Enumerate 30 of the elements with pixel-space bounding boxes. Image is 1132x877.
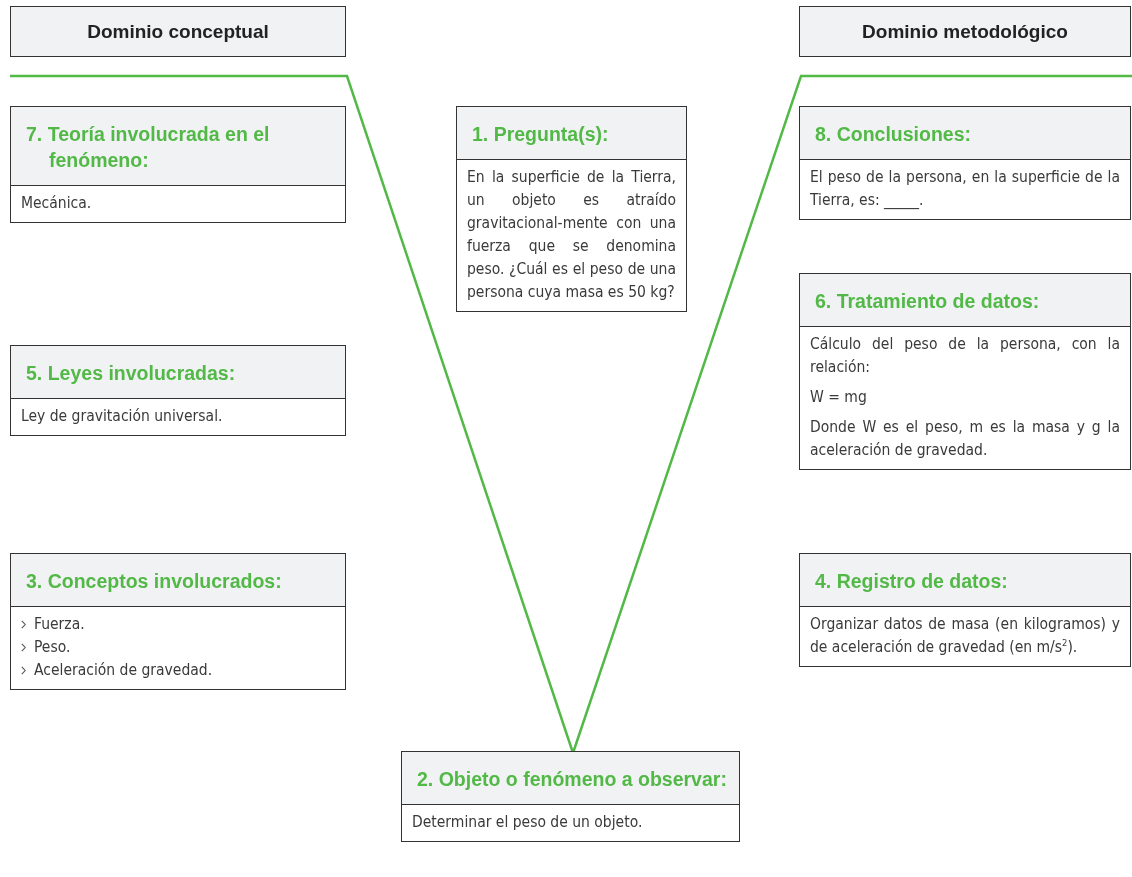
domain-heading: Dominio conceptual: [10, 6, 346, 57]
concept-card: [10, 106, 346, 223]
card-heading: 6. Tratamiento de datos:: [800, 274, 1130, 327]
card-heading: 8. Conclusiones:: [800, 107, 1130, 160]
body-text: Ley de gravitación universal.: [21, 406, 224, 427]
concept-card: [799, 273, 1131, 470]
card-heading: 4. Registro de datos:: [800, 554, 1130, 607]
body-text: El peso de la persona, en la superficie de la Tierra, es: _____.: [810, 167, 1120, 211]
card-heading: 7. Teoría involucrada en el fenómeno:: [11, 107, 345, 186]
concept-card: [401, 751, 740, 842]
card-heading: 5. Leyes involucradas:: [11, 346, 345, 399]
concept-card: [10, 345, 346, 436]
body-text: W = mg: [810, 387, 868, 408]
concept-card: [799, 106, 1131, 220]
concept-card: [10, 553, 346, 690]
list-item-text: Aceleración de gravedad.: [34, 660, 213, 681]
body-text: Cálculo del peso de la persona, con la relación:: [810, 334, 1120, 378]
list-item-text: Peso.: [34, 637, 71, 658]
body-text: Organizar datos de masa (en kilogramos) y de aceleración de gravedad (en m/s$^{2}$).: [810, 614, 1120, 658]
domain-heading: Dominio metodológico: [799, 6, 1131, 57]
body-text: Donde W es el peso, m es la masa y g la aceleración de gravedad.: [810, 417, 1120, 461]
card-heading: 3. Conceptos involucrados:: [11, 554, 345, 607]
card-heading: 1. Pregunta(s):: [457, 107, 686, 160]
card-heading: 2. Objeto o fenómeno a observar:: [402, 752, 739, 805]
concept-card: [456, 106, 687, 312]
body-text: Mecánica.: [21, 193, 93, 214]
body-text: En la superficie de la Tierra, un objeto es atraído gravitacional-mente con una fuerza que se denomina peso. ¿Cuál es el peso de una persona cuya masa es 50 kg?: [467, 167, 676, 303]
concept-card: [799, 553, 1131, 667]
list-item-text: Fuerza.: [34, 614, 85, 635]
body-text: Determinar el peso de un objeto.: [412, 812, 644, 833]
